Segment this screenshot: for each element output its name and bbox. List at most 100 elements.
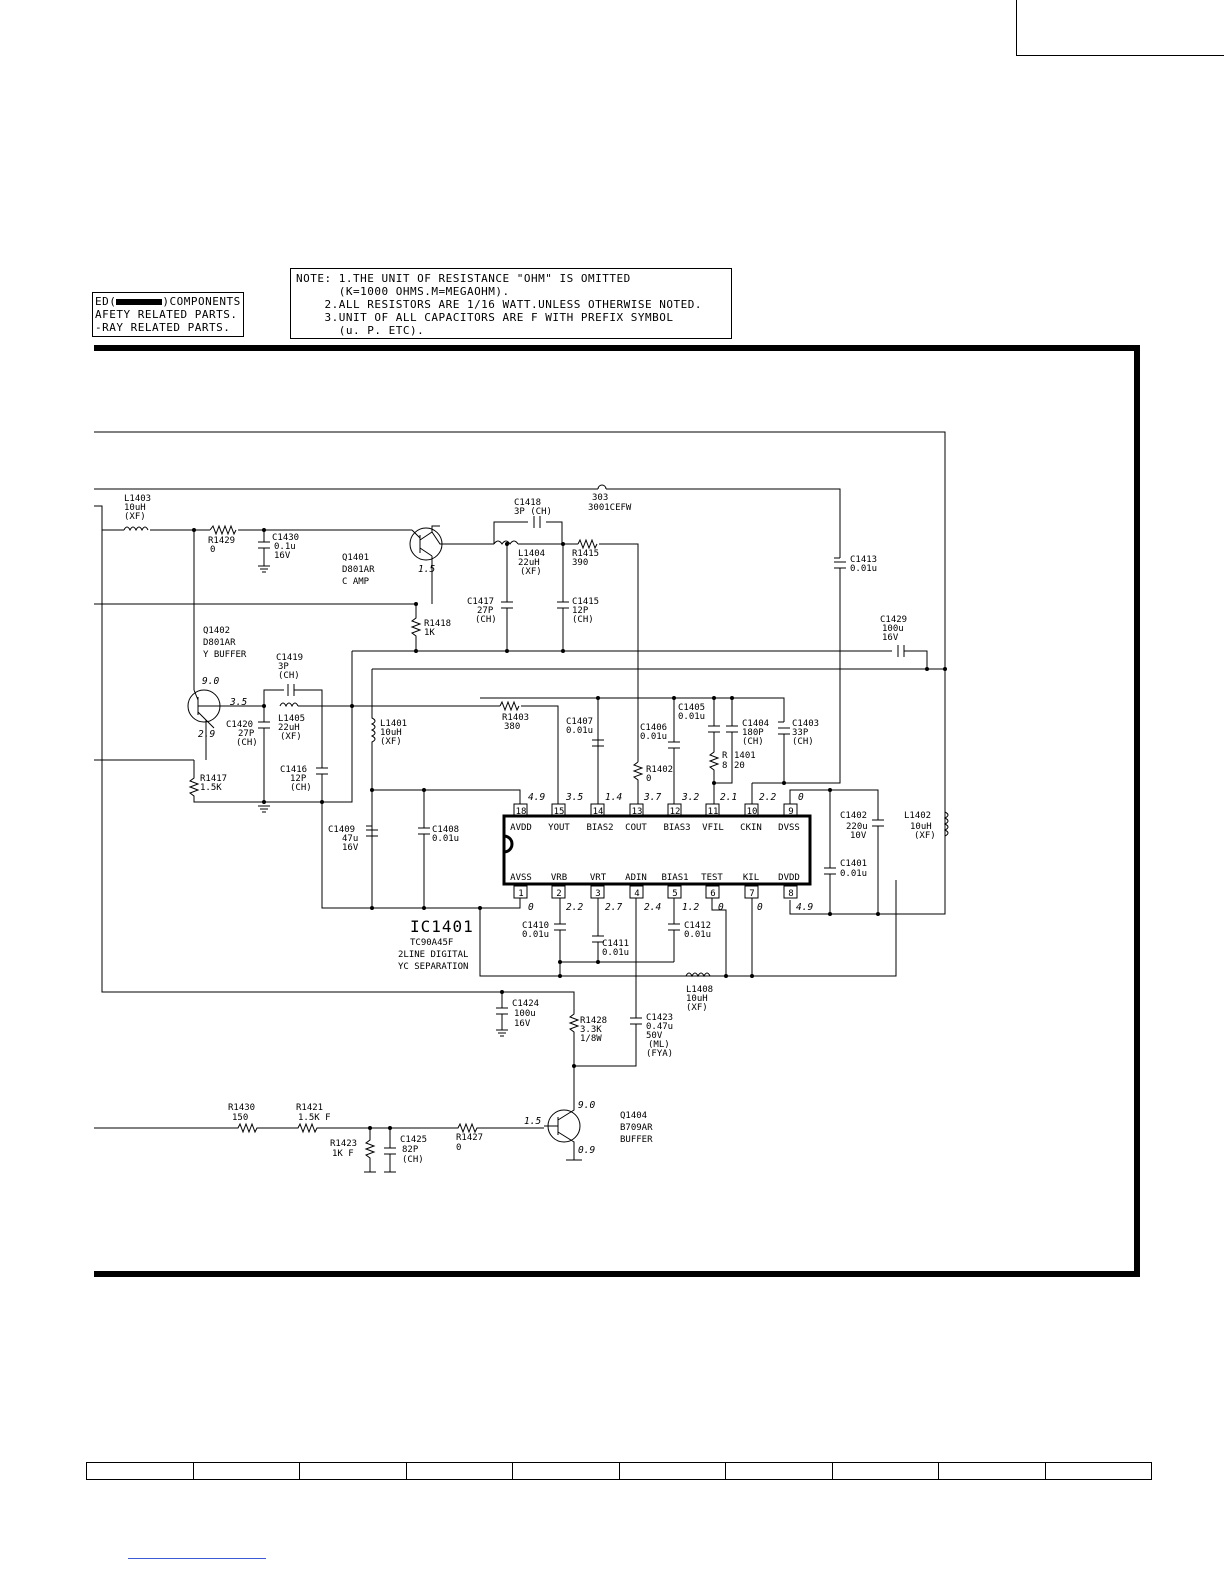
pin-1-voltage: 0 [528, 902, 534, 913]
c1419-val: 3P [278, 662, 289, 672]
pin-15-num: 15 [554, 807, 565, 817]
wire-q1401-emitter [94, 566, 433, 605]
wire-top-rail [94, 431, 946, 832]
r1429-ref: R1429 [208, 536, 235, 546]
r1427-val: 0 [456, 1143, 461, 1153]
note-line-4: 3.UNIT OF ALL CAPACITORS ARE F WITH PREF… [296, 311, 674, 324]
c1411-ref: C1411 [602, 939, 629, 949]
pin-12-num: 12 [670, 807, 681, 817]
r1415-val: 390 [572, 558, 588, 568]
q1401-desc: C AMP [342, 577, 370, 587]
q1402-desc: Y BUFFER [203, 650, 247, 660]
pin-13-name: COUT [625, 823, 647, 833]
capacitor-c1420 [258, 706, 270, 813]
inductor-l1405 [279, 702, 352, 708]
q1401-ref: Q1401 [342, 553, 369, 563]
c1401-val: 0.01u [840, 869, 867, 879]
pin-12-voltage: 3.2 [681, 792, 699, 803]
revision-strip [86, 1462, 1152, 1480]
r1423-ref: R1423 [330, 1139, 357, 1149]
transistor-q1404-leads [544, 1108, 582, 1161]
l1402-ref: L1402 [904, 811, 931, 821]
capacitor-c1404 [714, 698, 738, 784]
pin-6-num: 6 [710, 889, 715, 899]
r1423-val: 1K F [332, 1149, 354, 1159]
q1402-voltage-b: 3.5 [229, 697, 247, 708]
r1403-val: 380 [504, 722, 520, 732]
title-block-corner [1016, 0, 1224, 56]
l1402-type: (XF) [914, 831, 936, 841]
c1430-ref: C1430 [272, 533, 299, 543]
c1424-volt: 16V [514, 1019, 531, 1029]
c1415-val: 12P [572, 606, 589, 616]
r1402-ref: R1402 [646, 765, 673, 775]
c1411-val: 0.01u [602, 948, 629, 958]
ic1401-desc-1: 2LINE DIGITAL [398, 950, 468, 960]
c1403-type: (CH) [792, 737, 814, 747]
c1425-ref: C1425 [400, 1135, 427, 1145]
c1410-ref: C1410 [522, 921, 549, 931]
footer-link-line[interactable] [128, 1558, 266, 1559]
c1406-ref: C1406 [640, 723, 667, 733]
pin-4-name: ADIN [625, 873, 647, 883]
q1402-ref: Q1402 [203, 626, 230, 636]
r1427-ref: R1427 [456, 1133, 483, 1143]
wire-rail-489 [94, 488, 841, 558]
capacitor-c1405-r1401 [708, 698, 720, 804]
q1401-part: D801AR [342, 565, 375, 575]
c1417-val: 27P [477, 606, 494, 616]
r1417-ref: R1417 [200, 774, 227, 784]
r1418-val: 1K [424, 628, 435, 638]
pin-10-name: CKIN [740, 823, 762, 833]
wire-yout-loop [322, 651, 353, 803]
note-box: NOTE: 1.THE UNIT OF RESISTANCE "OHM" IS … [290, 268, 732, 339]
q1401-voltage: 1.5 [418, 564, 435, 575]
wire-gnd-loop [479, 908, 726, 977]
c1424-ref: C1424 [512, 999, 539, 1009]
c1423-type: (ML) [648, 1040, 670, 1050]
l1403-val: 10uH [124, 503, 146, 513]
q1404-ref: Q1404 [620, 1111, 647, 1121]
note-line-2: (K=1000 OHMS.M=MEGAOHM). [296, 285, 510, 298]
q1402-part: D801AR [203, 638, 236, 648]
pin-8-voltage: 4.9 [796, 902, 813, 913]
c1423-ref: C1423 [646, 1013, 673, 1023]
q1404-voltage-b: 1.5 [524, 1116, 541, 1127]
pin-8-name: DVDD [778, 873, 800, 883]
inductor-l1404-coil [493, 540, 519, 545]
capacitor-c1417 [501, 544, 513, 651]
r1401-ref-r: R [722, 751, 728, 761]
q1404-desc: BUFFER [620, 1135, 653, 1145]
q1402-voltage-c: 9.0 [202, 676, 219, 687]
c1423-volt: 50V [646, 1031, 663, 1041]
q1404-voltage-c: 9.0 [578, 1100, 595, 1111]
pin-18-num: 18 [516, 807, 527, 817]
c1402-volt: 10V [850, 831, 867, 841]
r1429-val: 0 [210, 545, 215, 555]
r1402-val: 0 [646, 774, 651, 784]
l1401-val: 10uH [380, 728, 402, 738]
c1416-type: (CH) [290, 783, 312, 793]
q1404-voltage-e: 0.9 [578, 1145, 595, 1156]
resistor-r1403 [352, 700, 559, 804]
resistor-r1417 [94, 759, 322, 803]
capacitor-c1408 [418, 790, 430, 908]
transistor-q1402-leads [193, 689, 264, 760]
q1404-part: B709AR [620, 1123, 653, 1133]
capacitor-c1401 [824, 867, 836, 914]
l1402-val: 10uH [910, 822, 932, 832]
ic1401-desc-2: YC SEPARATION [398, 962, 468, 972]
r1417-val: 1.5K [200, 783, 222, 793]
c1406-val: 0.01u [640, 732, 667, 742]
c1420-val: 27P [238, 729, 255, 739]
r1421-ref: R1421 [296, 1103, 323, 1113]
capacitor-c1418a [493, 516, 563, 544]
resistor-r1428 [101, 530, 580, 1108]
l1401-ref: L1401 [380, 719, 407, 729]
note-line-5: (u. P. ETC). [296, 324, 425, 337]
capacitor-c1410 [554, 898, 674, 963]
c1415-ref: C1415 [572, 597, 599, 607]
schematic-frame [94, 345, 1140, 1277]
pin-7-name: KIL [743, 873, 759, 883]
capacitor-c1403 [778, 721, 790, 783]
